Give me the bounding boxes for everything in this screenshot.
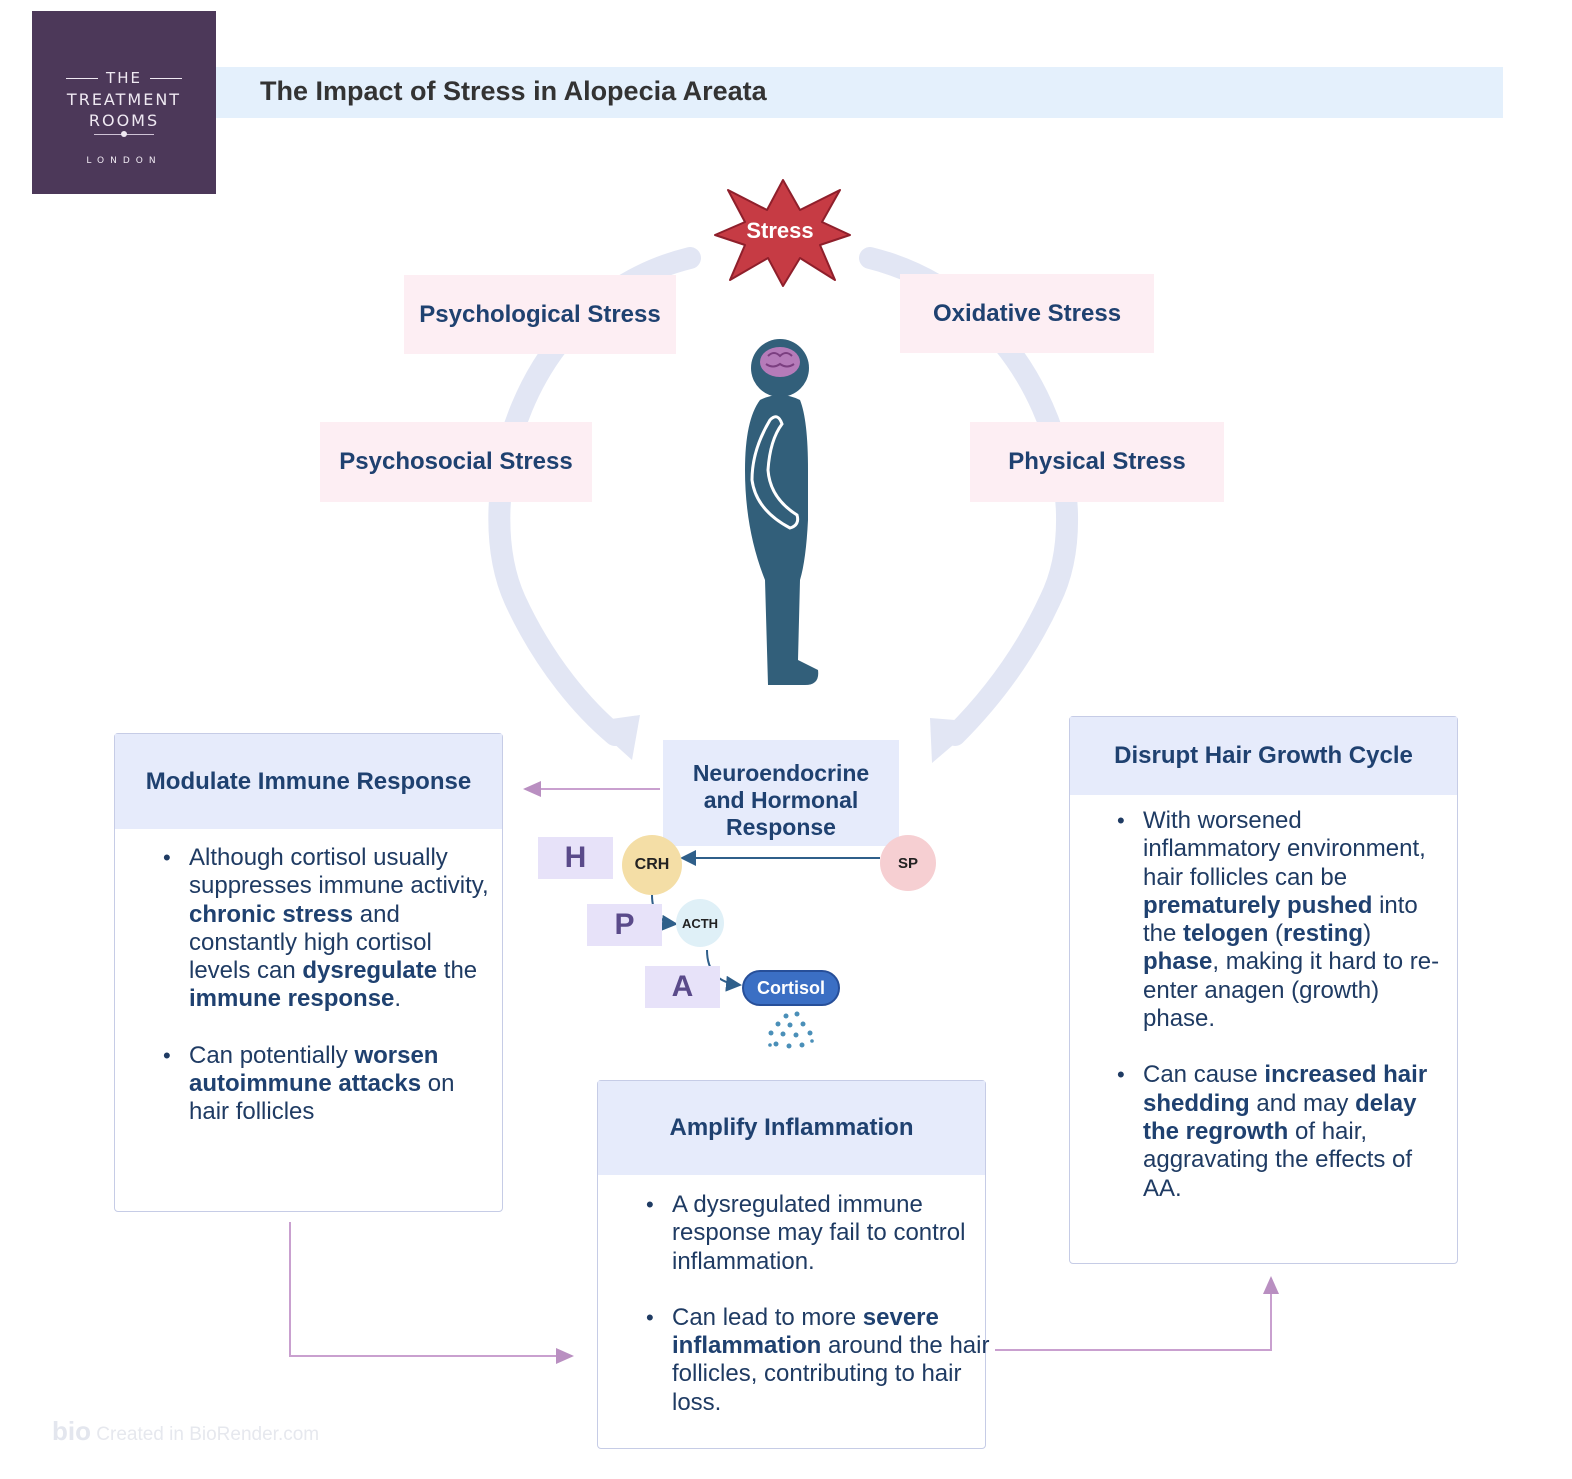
modulate-immune-box: Modulate Immune Response Although cortis… [114,733,503,1212]
amplify-bullet-1: A dysregulated immune response may fail … [646,1191,992,1276]
neuroendocrine-box: Neuroendocrine and Hormonal Response [663,740,899,846]
title-bar [216,67,1503,118]
cycle-arrowhead-right [930,718,980,763]
pill-psychological-stress: Psychological Stress [404,275,676,354]
pill-oxidative-stress: Oxidative Stress [900,274,1154,353]
pill-physical-stress: Physical Stress [970,422,1224,502]
disrupt-bullet-2: Can cause increased hair shedding and ma… [1117,1061,1443,1202]
neuro-line-1: Neuroendocrine [692,760,870,786]
amplify-inflammation-box: Amplify Inflammation A dysregulated immu… [597,1080,989,1449]
biorender-watermark: bio Created in BioRender.com [52,1416,319,1447]
watermark-brand: bio [52,1416,91,1446]
hpa-a-label: A [645,966,720,1008]
connector-modulate-to-amplify [289,1222,574,1364]
amplify-inflammation-title: Amplify Inflammation [598,1081,985,1175]
disrupt-bullet-1: With worsened inflammatory environment, … [1117,807,1443,1033]
watermark-text: Created in BioRender.com [96,1424,320,1445]
acth-node: ACTH [676,899,724,947]
disrupt-hair-cycle-box: Disrupt Hair Growth Cycle With worsened … [1069,716,1458,1264]
connector-amplify-to-disrupt [995,1276,1279,1351]
disrupt-hair-cycle-title: Disrupt Hair Growth Cycle [1070,717,1457,795]
page-title: The Impact of Stress in Alopecia Areata [260,76,767,106]
logo-line-1: THE [32,69,216,87]
hpa-p-label: P [587,904,662,946]
modulate-immune-title: Modulate Immune Response [115,734,502,829]
logo-line-2: TREATMENT [66,90,182,109]
modulate-bullet-2: Can potentially worsen autoimmune attack… [163,1042,499,1127]
person-figure [745,339,819,685]
modulate-bullet-1: Although cortisol usually suppresses imm… [163,844,499,1014]
logo-line-4: LONDON [86,156,162,166]
pill-psychosocial-stress: Psychosocial Stress [320,422,592,502]
stress-label: Stress [746,218,814,243]
neuro-line-2: and Hormonal [703,787,859,813]
sp-node: SP [880,835,936,891]
neuro-line-3: Response [726,814,836,840]
cycle-arrowhead-left [590,715,640,760]
brain-icon [760,347,800,377]
logo-line-3: ROOMS [88,111,160,130]
crh-node: CRH [622,835,682,895]
cortisol-node: Cortisol [742,970,840,1006]
stress-starburst [714,179,851,287]
hpa-h-label: H [538,837,613,879]
amplify-bullet-2: Can lead to more severe inflammation aro… [646,1304,992,1417]
brand-logo: THE TREATMENT ROOMS LONDON [32,11,216,194]
cortisol-molecules [768,1011,814,1049]
